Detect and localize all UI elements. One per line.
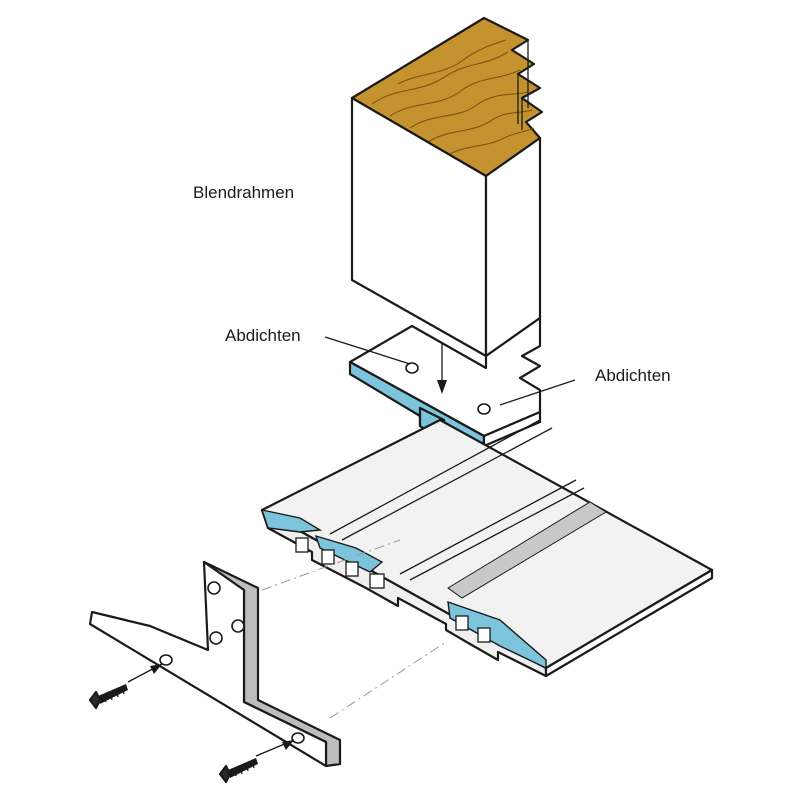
t-connector-face [88,560,328,768]
seal-hole-left [405,362,419,374]
screw-lower [218,739,295,784]
label-seal-right: Abdichten [595,366,671,385]
arrow-frame-down [437,342,447,394]
seal-hole-right [477,403,491,415]
label-frame: Blendrahmen [193,183,294,202]
profile-left-gasket [260,509,323,533]
leader-seal-left [324,336,411,365]
label-seal-left: Abdichten [225,326,301,345]
wood-grain [371,39,535,157]
screw-upper [88,663,163,710]
profile-groove [447,501,607,599]
t-connector [88,560,342,768]
profile-mid-gasket [314,534,384,573]
alignment-lines [261,539,447,719]
threshold-profile [260,418,714,678]
frame-block [350,16,544,358]
leader-seal-right [499,379,576,406]
